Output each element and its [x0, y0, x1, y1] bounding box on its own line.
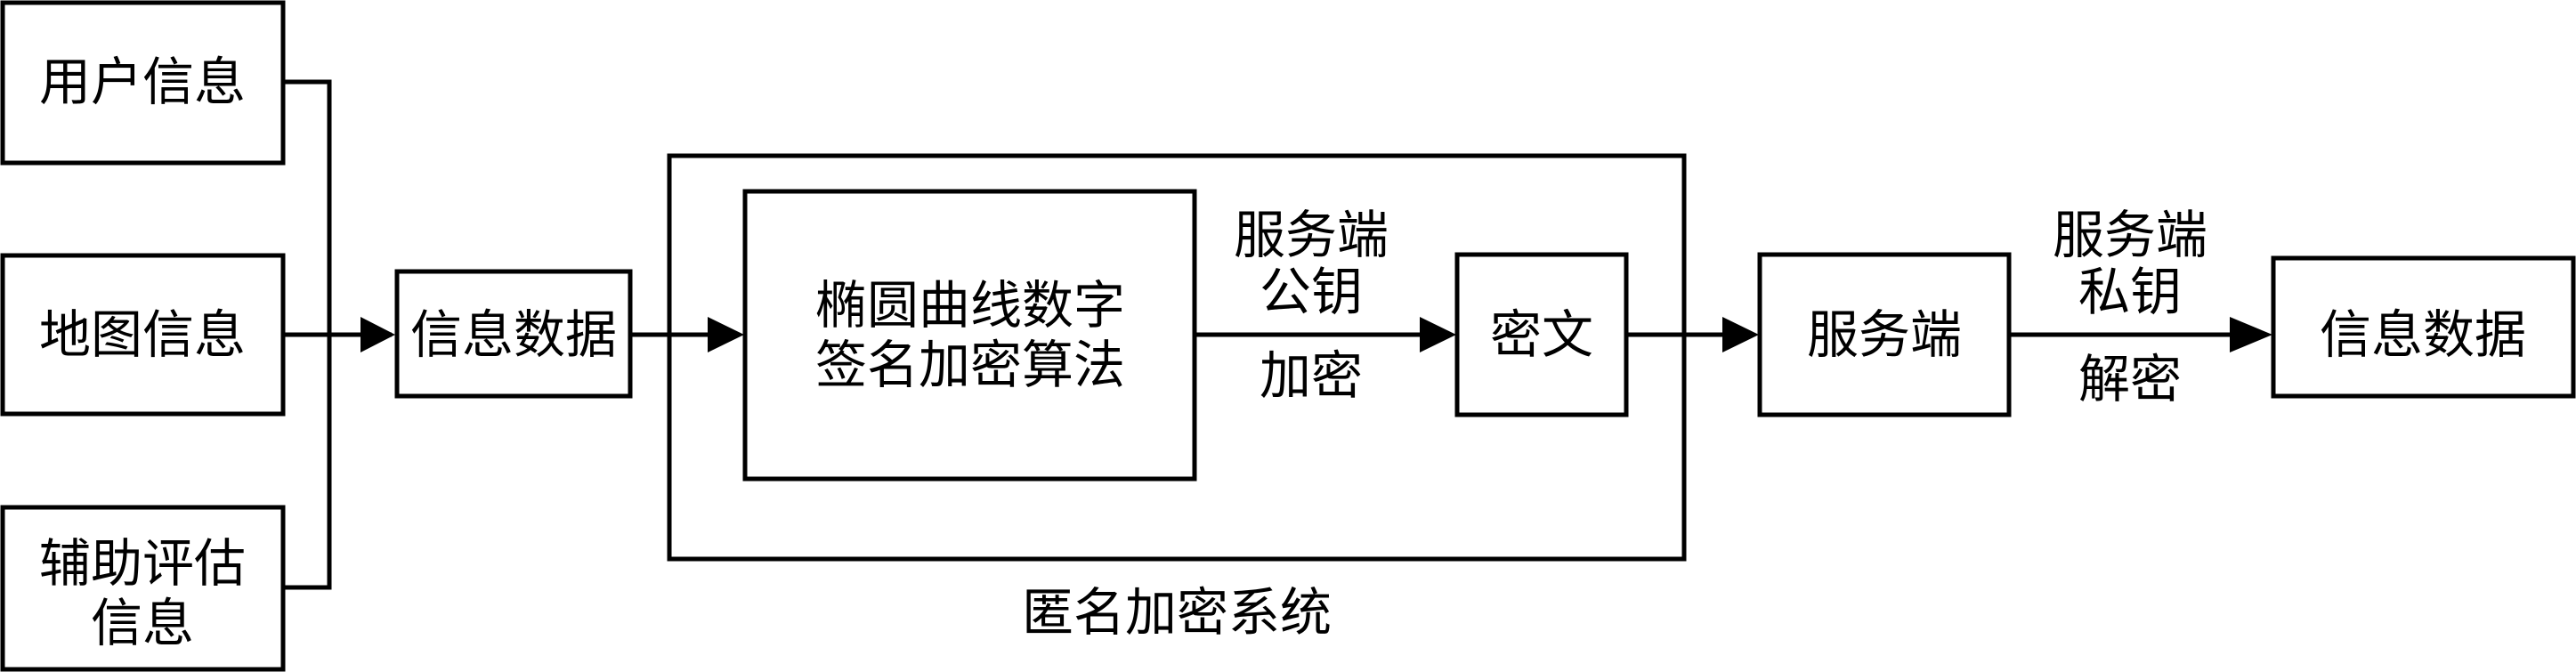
anonymous-encryption-system-frame: [667, 153, 1687, 562]
system-caption: 匿名加密系统: [1022, 582, 1332, 643]
aux-info-connector: [283, 335, 332, 590]
decrypt-arrowhead: [2230, 317, 2272, 352]
decrypt-label-line3: 解密: [2078, 349, 2182, 409]
map-info-label: 地图信息: [39, 304, 246, 365]
server-label: 服务端: [1807, 304, 1962, 365]
algorithm-label-line1: 椭圆曲线数字: [815, 275, 1125, 336]
aux-eval-info-label-line1: 辅助评估: [39, 533, 246, 594]
decrypt-label-line2: 私钥: [2078, 262, 2182, 322]
encrypt-label-line1: 服务端: [1234, 205, 1389, 265]
user-info-box: [0, 0, 286, 166]
encrypt-label-line2: 公钥: [1260, 262, 1363, 322]
aux-eval-info-label-line2: 信息: [91, 593, 194, 653]
encrypt-label-line3: 加密: [1260, 345, 1363, 406]
algorithm-box: [742, 189, 1197, 482]
to-system-arrowhead: [708, 317, 744, 352]
merge-arrowhead: [360, 317, 395, 352]
encrypt-arrowhead: [1420, 317, 1456, 352]
algorithm-label-line2: 签名加密算法: [815, 335, 1125, 395]
aux-eval-info-box: [0, 505, 286, 672]
user-info-connector: [283, 79, 332, 335]
ciphertext-label: 密文: [1490, 304, 1593, 365]
map-info-box: [0, 253, 286, 417]
info-data-right-box: [2271, 255, 2576, 399]
to-server-arrowhead: [1722, 317, 1759, 352]
user-info-label: 用户信息: [39, 52, 246, 112]
info-data-right-label: 信息数据: [2320, 304, 2526, 365]
decrypt-label-line1: 服务端: [2053, 205, 2207, 265]
ciphertext-box: [1454, 252, 1629, 417]
info-data-left-label: 信息数据: [410, 304, 617, 365]
